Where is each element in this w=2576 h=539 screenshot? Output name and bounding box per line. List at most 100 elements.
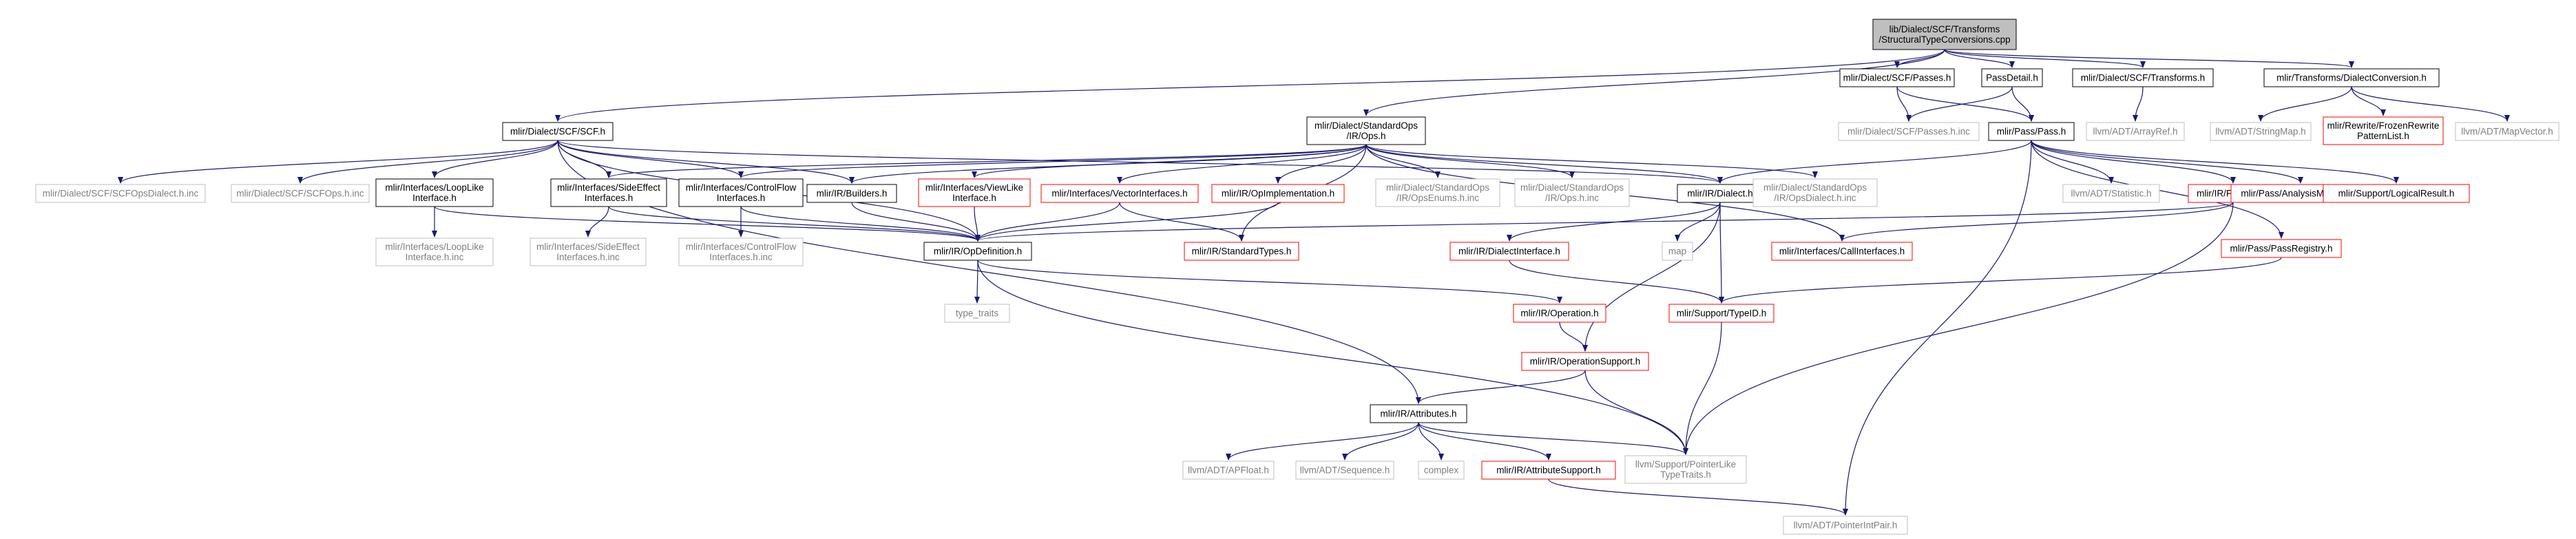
- node-label-controlflow-1: Interfaces.h: [717, 193, 766, 203]
- node-label-opsdialectinc-0: mlir/Dialect/StandardOps: [1763, 182, 1867, 193]
- node-dialectif[interactable]: mlir/IR/DialectInterface.h: [1449, 242, 1569, 261]
- edge-stdops-to-opsenums: [1365, 144, 1441, 178]
- node-box-sideeffectinc: [530, 237, 647, 266]
- node-box-looplikeinc: [375, 237, 494, 266]
- edge-passh-to-ptrintpair: [1843, 140, 2032, 516]
- node-box-callif: [1771, 242, 1913, 261]
- node-label-stdops-0: mlir/Dialect/StandardOps: [1315, 120, 1418, 131]
- node-label-frozen-0: mlir/Rewrite/FrozenRewrite: [2327, 120, 2440, 131]
- edge-root-to-dialectconv: [1944, 49, 2354, 68]
- node-dialectconv[interactable]: mlir/Transforms/DialectConversion.h: [2263, 68, 2440, 87]
- node-label-attrsupport-0: mlir/IR/AttributeSupport.h: [1496, 465, 1601, 476]
- node-label-stringmap-0: llvm/ADT/StringMap.h: [2215, 127, 2305, 137]
- node-label-mapvector-0: llvm/ADT/MapVector.h: [2461, 127, 2553, 137]
- node-arrayref: llvm/ADT/ArrayRef.h: [2086, 122, 2185, 141]
- node-opimpl[interactable]: mlir/IR/OpImplementation.h: [1211, 184, 1345, 203]
- node-box-typetraits: [944, 304, 1010, 323]
- node-builders[interactable]: mlir/IR/Builders.h: [806, 184, 897, 203]
- edge-stdops-to-builders: [849, 144, 1367, 184]
- node-box-logicalresult: [2323, 184, 2470, 203]
- edge-scfh-to-scfopsinc: [297, 140, 558, 184]
- node-opsenums: mlir/Dialect/StandardOps/IR/OpsEnums.h.i…: [1375, 178, 1500, 207]
- edge-function-to-opdef: [975, 202, 2234, 242]
- node-box-viewlike: [918, 178, 1031, 207]
- node-scfpasses[interactable]: mlir/Dialect/SCF/Passes.h: [1839, 68, 1955, 87]
- node-typeid[interactable]: mlir/Support/TypeID.h: [1668, 304, 1774, 323]
- node-callif[interactable]: mlir/Interfaces/CallInterfaces.h: [1771, 242, 1913, 261]
- node-label-scfopsdialectinc-0: mlir/Dialect/SCF/SCFOpsDialect.h.inc: [43, 189, 199, 199]
- edge-passdetail-to-passh: [2011, 86, 2034, 122]
- node-label-looplike-1: Interface.h: [412, 193, 457, 203]
- edge-sideeffect-to-opdef: [608, 206, 981, 242]
- node-operation[interactable]: mlir/IR/Operation.h: [1513, 304, 1606, 323]
- node-passregistry[interactable]: mlir/Pass/PassRegistry.h: [2221, 239, 2342, 258]
- node-logicalresult[interactable]: mlir/Support/LogicalResult.h: [2323, 184, 2470, 203]
- node-box-scfh: [502, 122, 614, 141]
- node-vectorif[interactable]: mlir/Interfaces/VectorInterfaces.h: [1040, 184, 1199, 203]
- node-label-attributes-0: mlir/IR/Attributes.h: [1380, 409, 1456, 419]
- node-label-ptrliketraits-0: llvm/Support/PointerLike: [1635, 459, 1736, 469]
- node-label-typetraits-0: type_traits: [956, 308, 999, 319]
- node-stringmap: llvm/ADT/StringMap.h: [2210, 122, 2312, 141]
- node-box-scfopsdialectinc: [35, 184, 206, 203]
- edge-scftransforms-to-arrayref: [2133, 86, 2144, 122]
- edge-root-to-passdetail: [1944, 49, 2015, 68]
- node-label-sideeffect-1: Interfaces.h: [585, 193, 633, 203]
- node-box-apfloat: [1182, 461, 1275, 480]
- node-passh[interactable]: mlir/Pass/Pass.h: [1988, 122, 2075, 141]
- edge-scfh-to-dialecth: [557, 140, 1723, 184]
- node-box-opimpl: [1211, 184, 1345, 203]
- node-label-viewlike-1: Interface.h: [952, 193, 996, 203]
- node-attrsupport[interactable]: mlir/IR/AttributeSupport.h: [1481, 461, 1616, 480]
- edge-attrsupport-to-ptrintpair: [1548, 478, 1848, 516]
- edge-passh-to-logicalresult: [2031, 140, 2399, 184]
- edge-root-to-scftransforms: [1944, 49, 2146, 68]
- node-dialecth[interactable]: mlir/IR/Dialect.h: [1677, 184, 1763, 203]
- edge-sideeffect-to-sideeffectinc: [585, 206, 609, 237]
- node-label-scfopsinc-0: mlir/Dialect/SCF/SCFOps.h.inc: [236, 189, 364, 199]
- node-scfpassesinc: mlir/Dialect/SCF/Passes.h.inc: [1838, 122, 1980, 141]
- edge-controlflow-to-opdef: [740, 206, 981, 242]
- node-attributes[interactable]: mlir/IR/Attributes.h: [1370, 404, 1467, 423]
- node-label-scftransforms-0: mlir/Dialect/SCF/Transforms.h: [2081, 73, 2205, 83]
- node-box-ptrintpair: [1783, 516, 1908, 535]
- node-sequence: llvm/ADT/Sequence.h: [1295, 461, 1394, 480]
- edge-attributes-to-apfloat: [1226, 422, 1419, 461]
- edge-vectorif-to-opdef: [975, 202, 1120, 242]
- node-opsupport[interactable]: mlir/IR/OperationSupport.h: [1521, 352, 1649, 371]
- edge-root-to-stdops: [1363, 49, 1945, 116]
- node-box-opsenums: [1375, 178, 1500, 207]
- node-label-passregistry-0: mlir/Pass/PassRegistry.h: [2230, 244, 2332, 254]
- node-passdetail[interactable]: PassDetail.h: [1981, 68, 2043, 87]
- edge-dialectif-to-typeid: [1509, 260, 1724, 304]
- node-box-dialectconv: [2263, 68, 2440, 87]
- node-root[interactable]: lib/Dialect/SCF/Transforms/StructuralTyp…: [1872, 19, 2017, 50]
- edge-scfh-to-looplike: [432, 140, 558, 178]
- node-box-controlflowinc: [678, 237, 804, 266]
- node-box-passdetail: [1981, 68, 2043, 87]
- node-box-looplike: [375, 178, 494, 207]
- node-label-opsinc-1: /IR/Ops.h.inc: [1545, 193, 1599, 203]
- node-label-controlflowinc-0: mlir/Interfaces/ControlFlow: [686, 242, 797, 252]
- node-complex: complex: [1418, 461, 1465, 480]
- node-label-stdtypes-0: mlir/IR/StandardTypes.h: [1192, 246, 1292, 257]
- edge-opsupport-to-attributes: [1416, 370, 1586, 404]
- node-label-scfh-0: mlir/Dialect/SCF/SCF.h: [510, 127, 605, 137]
- edge-passh-to-statistic: [2031, 140, 2114, 184]
- edge-stdops-to-opsdialectinc: [1365, 144, 1818, 178]
- node-opdef[interactable]: mlir/IR/OpDefinition.h: [923, 242, 1032, 261]
- node-stdtypes[interactable]: mlir/IR/StandardTypes.h: [1184, 242, 1299, 261]
- node-box-scfpasses: [1839, 68, 1955, 87]
- node-scfh[interactable]: mlir/Dialect/SCF/SCF.h: [502, 122, 614, 141]
- node-label-passh-0: mlir/Pass/Pass.h: [1997, 127, 2066, 137]
- edge-scfh-to-scfopsdialectinc: [118, 140, 558, 184]
- node-scftransforms[interactable]: mlir/Dialect/SCF/Transforms.h: [2072, 68, 2214, 87]
- node-stdops[interactable]: mlir/Dialect/StandardOps/IR/Ops.h: [1306, 116, 1426, 145]
- node-label-complex-0: complex: [1424, 465, 1459, 476]
